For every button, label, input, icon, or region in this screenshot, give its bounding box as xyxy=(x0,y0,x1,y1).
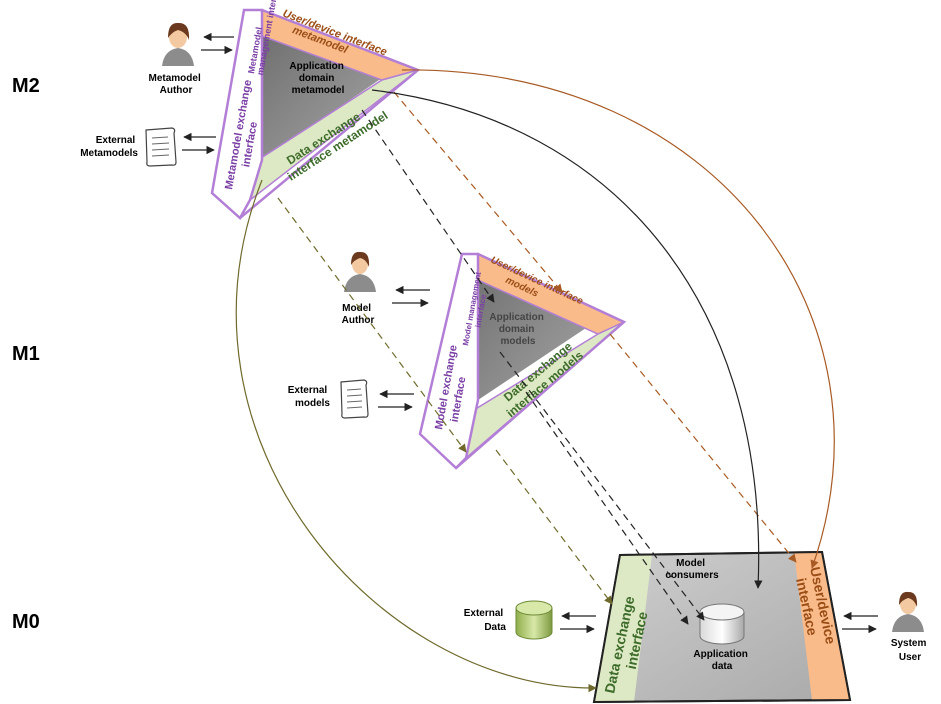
level-label-m2: M2 xyxy=(12,75,40,97)
m1-app-domain-label: Application domain models xyxy=(489,312,546,347)
m2-to-m0-ui-curve xyxy=(401,69,835,569)
m2-to-m1-data-exchange-arrow xyxy=(277,197,467,453)
m0-data-exchange-band xyxy=(594,555,652,702)
m0-app-data-label: Application data xyxy=(693,649,750,672)
level-label-m1: M1 xyxy=(12,343,40,365)
level-label-m0: M0 xyxy=(12,611,40,633)
m0-system-box xyxy=(592,550,852,704)
m1-author-label: Model Author xyxy=(342,303,375,326)
m1-model-prism xyxy=(418,252,627,470)
m2-author-label: Metamodel Author xyxy=(148,73,203,96)
m1-to-m0-consumers-arrow xyxy=(525,391,689,625)
m0-external-data-label: External Data xyxy=(464,608,507,633)
m0-ui-band xyxy=(794,552,850,700)
m2-to-m1-ui-arrow xyxy=(393,91,563,293)
m0-system-user-person-icon xyxy=(892,591,924,632)
m1-external-document-icon xyxy=(340,379,369,419)
m0-model-consumers-label: Model consumers xyxy=(665,558,719,581)
m1-author-person-icon xyxy=(344,251,376,292)
m2-external-label: External Metamodels xyxy=(80,135,138,159)
m2-metamodel-prism xyxy=(210,8,421,220)
m1-to-m0-app-data-arrow xyxy=(499,351,705,621)
m2-app-domain-label: Application domain metamodel xyxy=(289,61,346,96)
m0-system-user-label: System User xyxy=(891,638,929,663)
m2-author-person-icon xyxy=(162,22,194,66)
m2-to-m1-app-domain-arrow xyxy=(361,109,495,303)
m1-to-m0-data-exchange-arrow xyxy=(495,449,613,605)
m0-external-database-icon xyxy=(515,600,553,640)
m1-to-m0-ui-arrow xyxy=(609,333,797,563)
m2-to-m0-data-exchange-curve xyxy=(235,179,597,693)
m2-to-m0-app-domain-curve xyxy=(371,89,763,589)
m2-app-domain-face xyxy=(262,36,382,160)
m1-external-label: External models xyxy=(288,385,331,409)
m0-application-database-icon xyxy=(699,603,745,645)
m2-external-document-icon xyxy=(145,127,177,167)
